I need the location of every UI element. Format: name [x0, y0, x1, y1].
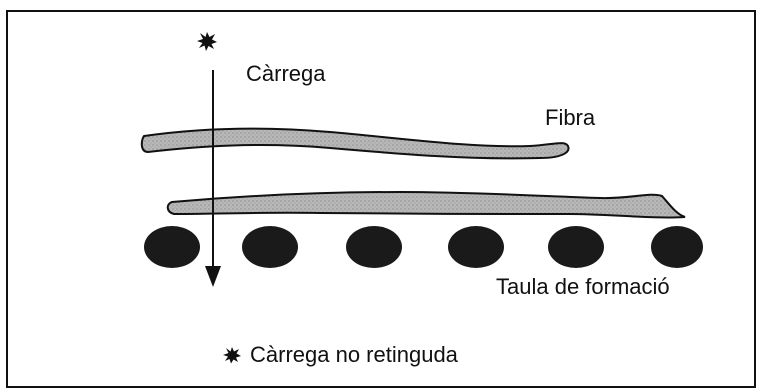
legend-unretained-charge-label: Càrrega no retinguda [250, 344, 458, 366]
forming-table-roll [448, 226, 504, 268]
forming-table-roll [346, 226, 402, 268]
charge-label: Càrrega [246, 63, 325, 85]
forming-table-label: Taula de formació [496, 276, 670, 298]
fiber-label: Fibra [545, 107, 595, 129]
legend: Càrrega no retinguda [222, 344, 458, 366]
down-arrow-icon [205, 70, 221, 287]
forming-table-roll [548, 226, 604, 268]
forming-table-roll [651, 226, 703, 268]
fiber-upper [142, 129, 569, 159]
forming-table-roll [144, 226, 200, 268]
charge-particle-icon [197, 32, 217, 51]
fiber-lower [168, 192, 685, 217]
forming-table-rolls [144, 226, 703, 268]
forming-table-roll [242, 226, 298, 268]
